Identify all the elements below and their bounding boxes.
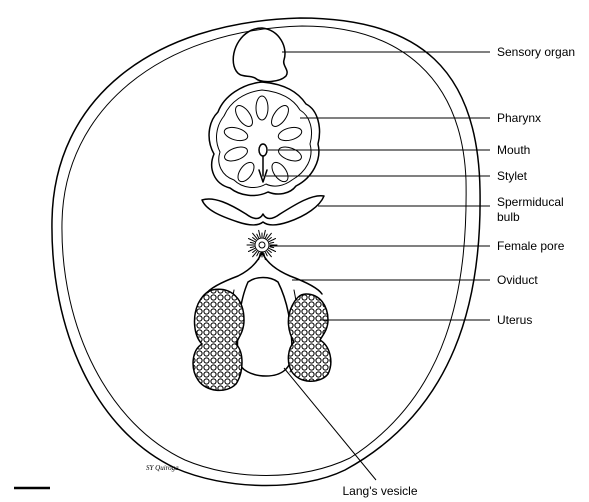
female-pore-spike [270,247,274,248]
artist-signature: SY Quiroga [146,464,179,472]
female-pore-spike [257,234,259,238]
label-pharynx: Pharynx [497,111,541,125]
female-pore-spike [270,242,274,243]
leader-lines [266,52,490,480]
mouth-shape [259,144,267,156]
label-spermiducal-bulb-line1: Spermiducal [497,195,564,209]
label-sensory-organ: Sensory organ [497,45,575,59]
label-spermiducal-bulb-line2: bulb [497,210,520,224]
female-pore-spike [253,250,256,252]
label-oviduct: Oviduct [497,273,538,287]
body-outline-inner [62,26,466,476]
stylet-shape [259,156,267,182]
female-pore-spike [268,250,271,252]
body-outline-outer [52,18,480,486]
female-pore-spike [257,252,259,256]
label-female-pore: Female pore [497,239,565,253]
female-pore-spike [265,252,267,256]
female-pore-spike [250,247,254,248]
leader-langs-vesicle [284,368,376,480]
label-uterus: Uterus [497,313,532,327]
label-stylet: Stylet [497,169,528,183]
female-pore-spike [253,238,256,240]
label-mouth: Mouth [497,143,530,157]
female-pore-spike [259,230,261,237]
female-pore-spike [264,230,266,237]
sensory-organ-shape [233,28,287,82]
female-pore-shape [247,230,277,259]
label-langs-vesicle: Lang's vesicle [343,484,418,498]
oviduct-shape [206,252,322,294]
female-pore-spike [268,238,271,240]
female-pore-spike [265,234,267,238]
spermiducal-bulb-shape [202,196,324,225]
langs-vesicle-shape [237,278,292,377]
female-pore-spike [250,242,254,243]
